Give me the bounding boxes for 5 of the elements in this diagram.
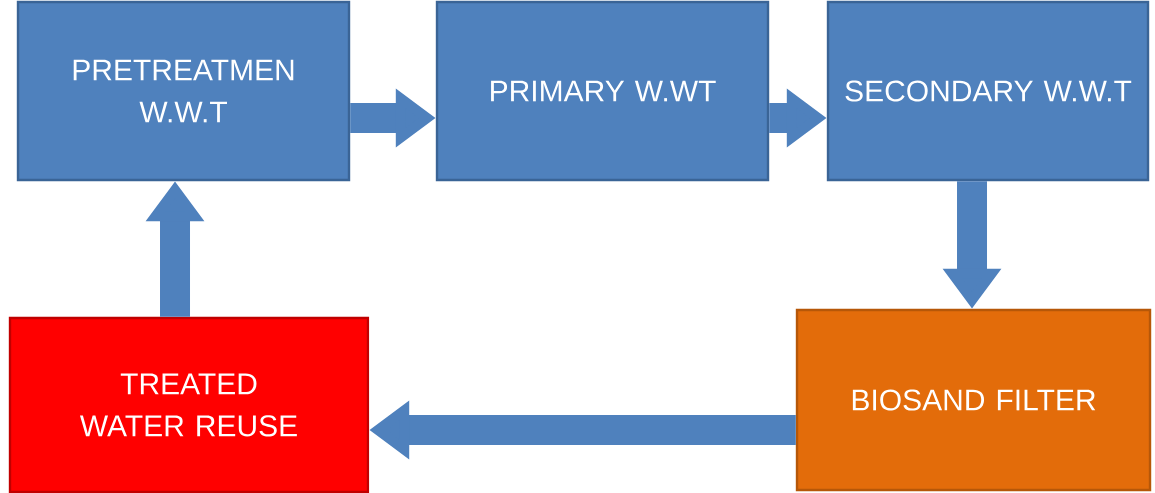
process-box: TREATED WATER REUSE bbox=[8, 316, 370, 493]
process-box: BIOSAND FILTER bbox=[795, 308, 1152, 492]
process-box: SECONDARY W.W.T bbox=[826, 0, 1150, 182]
process-box: PRETREATMEN W.W.T bbox=[16, 0, 351, 182]
process-box: PRIMARY W.WT bbox=[435, 0, 770, 182]
